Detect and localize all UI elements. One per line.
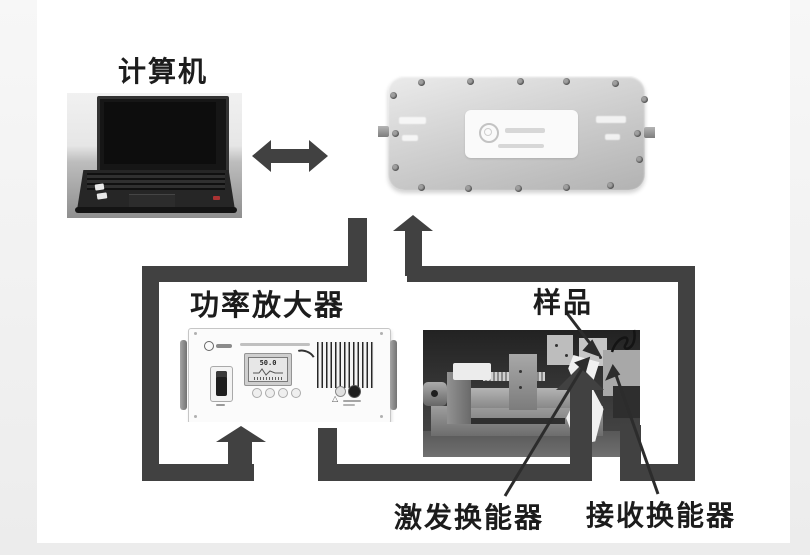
nameplate-text-line [505,128,545,133]
panel-button [252,388,262,398]
laptop-trackpad [129,194,175,207]
panel-screw [380,415,383,418]
mount-screw [565,354,568,357]
laptop-shadow [75,207,237,213]
output-jack [348,385,361,398]
mount-screw [599,356,602,359]
panel-screw [194,332,197,335]
output-port-text [596,116,626,123]
amplifier-display-value: 50.0 [259,359,277,367]
screw [607,182,614,189]
excitation-transducer-label: 激发换能器 [394,503,545,534]
screw [641,96,648,103]
power-switch-rocker [216,371,227,396]
mount-screw [587,348,590,351]
screw [392,164,399,171]
nameplate-text-line [498,144,544,148]
transducer-mount [547,335,573,365]
warning-text [343,400,361,402]
signal-box-photo [378,72,655,197]
right-page-margin [790,0,810,555]
input-port-text [402,135,418,141]
amplifier-display: 50.0 [244,353,292,386]
panel-button [291,388,301,398]
amplifier-model-text [240,343,310,346]
receiving-transducer-body [613,386,640,418]
amplifier-brand-icon [204,341,214,351]
mount-screw [555,344,558,347]
amplifier-handle [180,340,187,410]
screw [563,78,570,85]
output-jack [335,386,346,397]
sample-label: 样品 [533,288,594,319]
screw [467,78,474,85]
input-port-text [399,117,426,124]
power-switch [210,366,233,402]
mount-screw [519,386,522,389]
screw [563,184,570,191]
computer-box-double-arrow [252,140,328,172]
computer-label: 计算机 [118,57,209,88]
screw [465,185,472,192]
laptop-base [77,170,235,210]
output-connector [644,127,655,138]
laptop-sticker [94,183,105,191]
white-block [453,363,491,380]
amplifier-vent-grille [317,342,374,388]
power-amplifier-photo: 50.0 △ [180,328,397,422]
screw [390,92,397,99]
left-bracket [447,372,471,424]
warning-text [343,404,355,406]
panel-button [265,388,275,398]
laptop-logo-mark [213,196,220,200]
mount-screw [519,370,522,373]
screw [418,184,425,191]
amplifier-display-screen: 50.0 [248,357,288,382]
display-waveform [253,368,283,376]
screw [418,79,425,86]
sample-fixture-photo [423,330,640,457]
vise-knob-center [431,390,438,397]
screw [515,185,522,192]
warning-triangle-icon: △ [332,394,339,403]
center-post [509,354,537,410]
laptop-screen [97,96,229,176]
display-tick-row [254,377,284,380]
screw [636,156,643,163]
panel-screw [194,415,197,418]
screw [392,130,399,137]
panel-button [278,388,288,398]
laptop-screen-panel [104,102,216,164]
amplifier-handle [390,340,397,410]
screw [517,78,524,85]
output-port-text [605,134,620,140]
nameplate-logo-icon [484,128,492,136]
computer-photo [67,93,242,218]
screw [612,80,619,87]
left-page-margin [0,0,37,555]
screw [634,130,641,137]
amplifier-brand-text [216,344,232,348]
nameplate-logo-icon [479,123,499,143]
laptop-keyboard [87,173,225,190]
signal-box-nameplate [465,110,578,158]
power-amplifier-label: 功率放大器 [190,290,346,322]
receiving-transducer-label: 接收换能器 [586,501,737,532]
bottom-page-margin [0,543,810,555]
input-connector [378,126,389,137]
panel-screw [380,332,383,335]
power-switch-label [216,404,225,406]
